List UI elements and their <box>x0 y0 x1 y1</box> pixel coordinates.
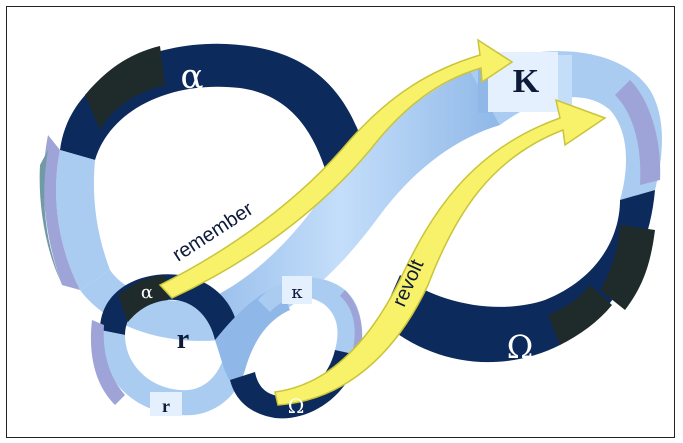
small-right-lavender <box>340 290 363 355</box>
large-kappa-strip-2 <box>558 55 572 107</box>
large-kappa-label: K <box>513 63 540 100</box>
small-band <box>90 274 363 419</box>
large-dark-segment <box>85 46 165 130</box>
remember-arrow <box>158 38 514 299</box>
small-left-dark-segment <box>118 275 168 322</box>
large-kappa-strip-1 <box>478 55 488 113</box>
large-left-light-strip <box>56 150 110 290</box>
small-kappa-label: κ <box>291 282 303 303</box>
large-omega-dark-segment <box>548 285 612 345</box>
large-omega-label: Ω <box>507 328 534 366</box>
large-left-teal-strip <box>39 150 62 285</box>
large-alpha-label: α <box>181 57 204 97</box>
small-kappa-panel <box>282 276 312 304</box>
small-gamma-label: r <box>177 324 189 355</box>
large-right-dark-segment <box>600 225 655 310</box>
small-right-loop-bottom <box>230 350 358 419</box>
small-left-lavender <box>90 320 125 405</box>
large-left-lavender-strip <box>43 135 80 290</box>
large-left-loop-bottom <box>80 270 220 341</box>
revolt-arrow-body <box>274 98 607 406</box>
remember-arrow-body <box>158 38 514 299</box>
large-right-lavender-strip <box>615 80 661 185</box>
small-alpha-label: α <box>141 282 153 303</box>
revolt-arrow <box>274 98 607 406</box>
small-omega-label: Ω <box>288 394 305 418</box>
large-diagonal-band <box>180 70 500 340</box>
small-left-loop-light <box>99 330 246 416</box>
small-gamma-bottom-panel <box>150 392 182 416</box>
small-gamma-bottom-label: r <box>162 396 170 416</box>
large-band <box>39 43 662 363</box>
